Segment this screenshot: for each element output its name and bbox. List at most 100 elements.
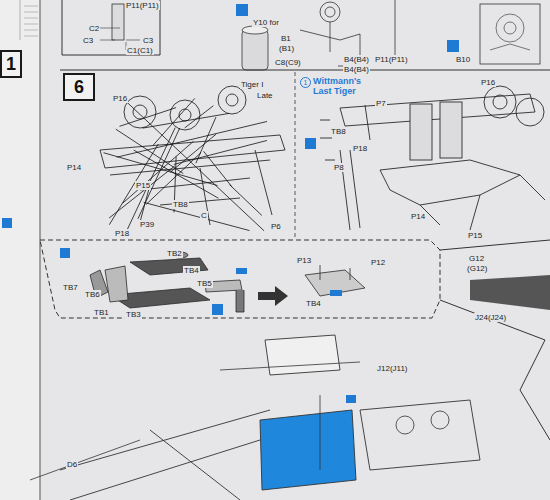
track-assembly	[305, 265, 365, 296]
scribble-stroke	[170, 134, 215, 172]
margin-line	[40, 0, 41, 500]
part-number: C3	[142, 36, 154, 45]
step-border	[60, 70, 550, 71]
part-number: P14	[66, 163, 82, 172]
scribble-stroke	[174, 140, 267, 164]
part-number: Y10 for	[252, 18, 280, 27]
part-number: P15	[467, 231, 483, 240]
hull-plate	[60, 410, 270, 500]
part-drum	[242, 26, 268, 34]
leader-line	[320, 395, 321, 470]
scribble-stroke	[134, 150, 219, 198]
part-number: TB8	[330, 127, 347, 136]
part-number: TB3	[125, 310, 142, 319]
part-number: (B1)	[278, 44, 295, 53]
circled-number: 1	[300, 77, 311, 88]
part-number: B1	[280, 34, 292, 43]
step-number-box: 1	[0, 50, 22, 78]
part-number: G12	[468, 254, 485, 263]
glue-icon	[2, 218, 12, 228]
part-number: TB4	[305, 299, 322, 308]
divider	[295, 72, 296, 238]
part-number: TB5	[196, 279, 213, 288]
scribble-stroke	[204, 151, 232, 186]
part-number: P16	[112, 94, 128, 103]
inset-border	[40, 240, 440, 318]
part-number: P11(P11)	[125, 1, 160, 10]
scribble-stroke	[117, 121, 267, 157]
part-number: TB2	[166, 249, 183, 258]
part-number: D6	[66, 460, 78, 469]
margin-line	[20, 0, 21, 40]
glue-icon	[212, 304, 223, 315]
part-number: TB1	[93, 308, 110, 317]
wheel-hub	[431, 411, 449, 429]
suspension-assembly	[320, 86, 545, 230]
part-number: Late	[256, 91, 274, 100]
panel-border	[480, 4, 540, 64]
step-arrow	[258, 286, 288, 306]
part-number: C1(C1)	[126, 46, 154, 55]
part-number: B4(B4)	[343, 55, 370, 64]
step-number: 1	[6, 54, 16, 75]
wheel-hub	[396, 416, 414, 434]
track-link-parts	[90, 252, 244, 312]
part-number: P11(P11)	[374, 55, 409, 64]
blue-highlight	[260, 410, 356, 490]
wheel-detail	[490, 14, 530, 50]
suspension-assembly	[100, 86, 285, 225]
part-number: J12(J11)	[376, 364, 409, 373]
glue-icon	[236, 4, 248, 16]
part-number: Tiger I	[240, 80, 264, 89]
part-number: C	[200, 211, 208, 220]
part-number: P18	[114, 229, 130, 238]
part-number: P18	[352, 144, 368, 153]
step-number-box: 6	[63, 73, 95, 101]
scribble-stroke	[143, 113, 229, 128]
count-icon	[346, 395, 356, 403]
leader-line	[220, 362, 360, 370]
part-plate	[470, 275, 550, 310]
part-sprue	[112, 4, 124, 40]
part-number: P7	[375, 99, 387, 108]
part-number: P12	[370, 258, 386, 267]
part-drum	[242, 30, 268, 70]
margin-text-lines	[24, 6, 38, 36]
part-number: (G12)	[466, 264, 488, 273]
part-number: TB4	[183, 266, 200, 275]
part-number: TB7	[62, 283, 79, 292]
glue-icon	[305, 138, 316, 149]
scribble-stroke	[144, 202, 250, 230]
panel-border	[62, 0, 160, 55]
part-number: J24(J24)	[474, 313, 507, 322]
part-number: C3	[82, 36, 94, 45]
part-number: P8	[333, 163, 345, 172]
part-number: C8(C9)	[274, 58, 302, 67]
glue-icon	[447, 40, 459, 52]
cross-out-scribble	[104, 98, 267, 233]
variant-callout: Wittmann's Last Tiger	[312, 76, 376, 96]
leader-line	[30, 440, 140, 480]
margin-panel	[0, 0, 40, 500]
count-icon	[236, 268, 247, 274]
part-number: TB8	[172, 200, 189, 209]
scribble-stroke	[126, 128, 176, 233]
part-number: P6	[270, 222, 282, 231]
step-number: 6	[74, 77, 84, 98]
part-number: C2	[88, 24, 100, 33]
part-number: P16	[480, 78, 496, 87]
part-number: P14	[410, 212, 426, 221]
part-number: P15	[135, 181, 151, 190]
part-number: TB6	[84, 290, 101, 299]
part-number: P39	[139, 220, 155, 229]
scribble-stroke	[127, 102, 264, 231]
scribble-stroke	[123, 141, 194, 203]
scribble-stroke	[230, 185, 262, 216]
scribble-stroke	[153, 98, 195, 145]
step-border	[440, 240, 550, 440]
tool-icon	[60, 248, 70, 258]
part-number: P13	[296, 256, 312, 265]
part-panel	[265, 335, 340, 375]
hull-part	[360, 400, 480, 470]
count-icon	[330, 290, 342, 296]
